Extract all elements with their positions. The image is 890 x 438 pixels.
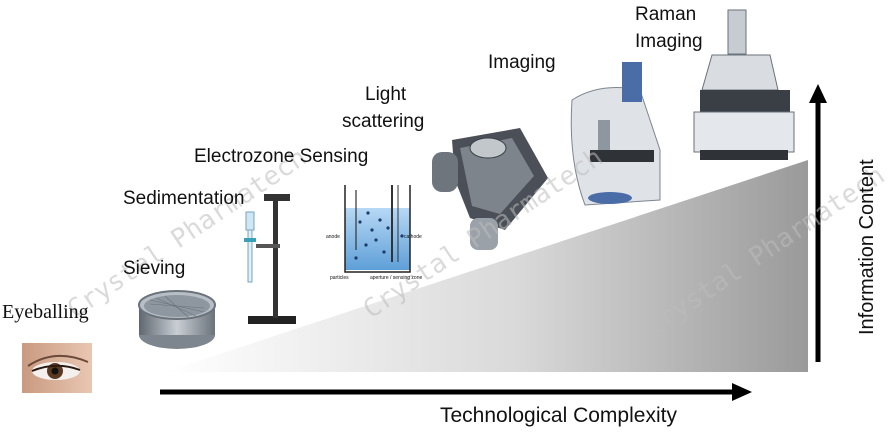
eye-photo: [22, 343, 92, 393]
sieving-label: Sieving: [123, 258, 186, 279]
imaging-label: Imaging: [488, 52, 556, 73]
x-axis-arrow: [160, 383, 752, 401]
eyeballing-label: Eyeballing: [2, 301, 89, 323]
y-axis-arrow: [809, 84, 827, 362]
electrozone-sensing-label: Electrozone Sensing: [194, 146, 369, 167]
x-axis-label: Technological Complexity: [440, 404, 677, 427]
light-scattering-label-line2: scattering: [342, 111, 425, 132]
anode-label: anode: [326, 234, 340, 240]
sedimentation-apparatus: [244, 194, 296, 324]
cathode-label: cathode: [404, 234, 422, 240]
raman-label-line2: Imaging: [635, 31, 703, 52]
aperture-label: aperture / sensing zone: [370, 275, 423, 281]
y-axis-label: Information Content: [856, 159, 878, 335]
raman-instrument: [693, 9, 795, 160]
light-scattering-label-line1: Light: [365, 84, 407, 105]
sieve-image: [138, 290, 216, 349]
electrozone-diagram: [344, 185, 411, 273]
particles-label: particles: [330, 275, 349, 281]
light-scattering-instrument: [432, 128, 548, 250]
imaging-instrument: [570, 62, 661, 206]
sedimentation-label: Sedimentation: [123, 188, 245, 209]
raman-label-line1: Raman: [635, 4, 697, 25]
complexity-wedge: [165, 160, 808, 372]
